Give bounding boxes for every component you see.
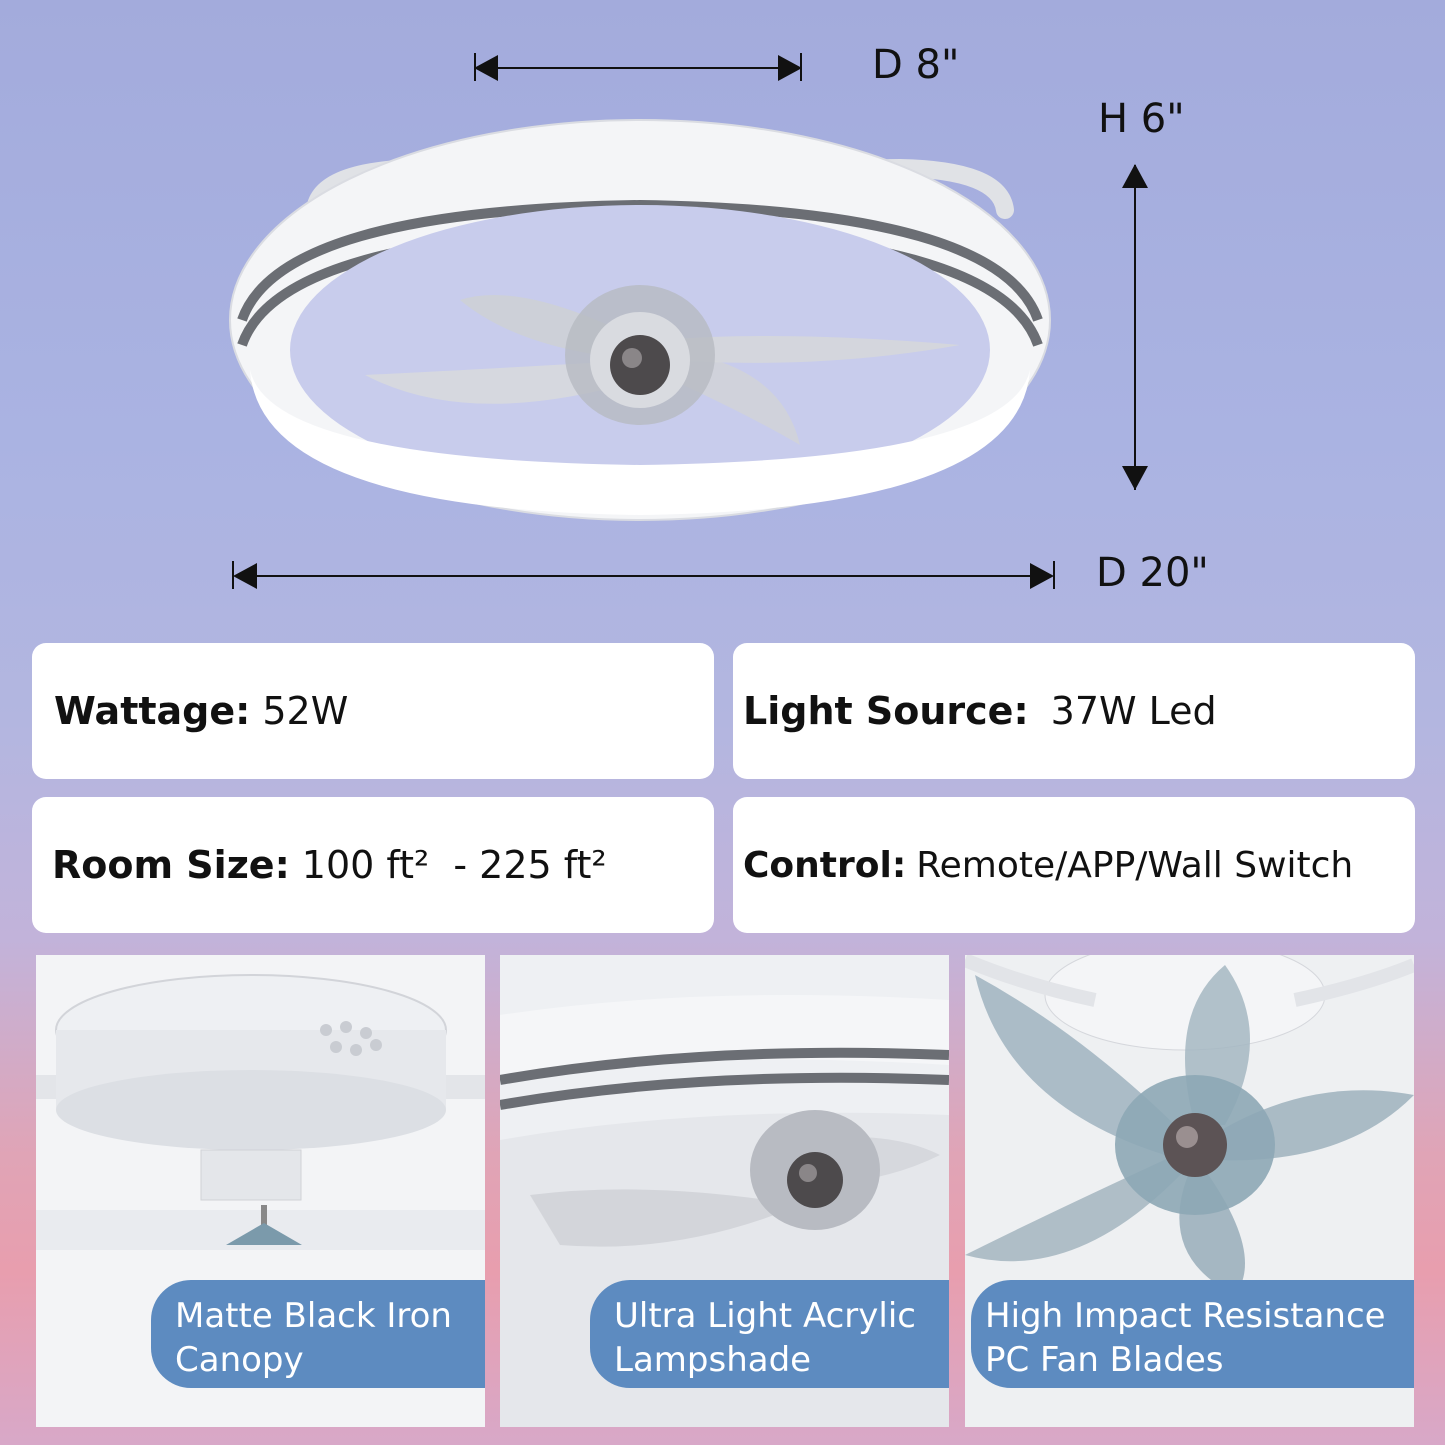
light-source-card: Light Source: 37W Led	[733, 643, 1415, 779]
canopy-photo-panel: Matte Black Iron Canopy	[36, 955, 485, 1427]
top-diameter-label: D 8"	[872, 42, 960, 88]
height-label: H 6"	[1098, 96, 1185, 142]
wattage-card: Wattage: 52W	[32, 643, 714, 779]
control-card: Control: Remote/APP/Wall Switch	[733, 797, 1415, 933]
room-size-label: Room Size:	[52, 843, 290, 887]
fan-product-illustration	[229, 119, 1051, 521]
fan-blades-caption: High Impact Resistance PC Fan Blades	[971, 1280, 1414, 1388]
lampshade-caption: Ultra Light Acrylic Lampshade	[590, 1280, 949, 1388]
lampshade-photo-panel: Ultra Light Acrylic Lampshade	[500, 955, 949, 1427]
room-size-value: 100 ft² - 225 ft²	[301, 843, 607, 887]
lampshade-caption-line2: Lampshade	[614, 1340, 812, 1380]
canopy-caption-line1: Matte Black Iron	[175, 1296, 452, 1336]
room-size-card: Room Size: 100 ft² - 225 ft²	[32, 797, 714, 933]
canopy-caption-line2: Canopy	[175, 1340, 304, 1380]
bottom-diameter-label: D 20"	[1096, 550, 1209, 596]
canopy-caption: Matte Black Iron Canopy	[151, 1280, 485, 1388]
fan-blades-photo-panel: High Impact Resistance PC Fan Blades	[965, 955, 1414, 1427]
fan-blades-caption-line1: High Impact Resistance	[985, 1296, 1386, 1336]
wattage-label: Wattage:	[54, 689, 251, 733]
control-value: Remote/APP/Wall Switch	[916, 844, 1354, 886]
control-label: Control:	[743, 844, 907, 886]
fan-blades-caption-line2: PC Fan Blades	[985, 1340, 1224, 1380]
lampshade-caption-line1: Ultra Light Acrylic	[614, 1296, 916, 1336]
wattage-value: 52W	[262, 689, 349, 733]
light-source-label: Light Source:	[743, 689, 1029, 733]
light-source-value: 37W Led	[1050, 689, 1217, 733]
